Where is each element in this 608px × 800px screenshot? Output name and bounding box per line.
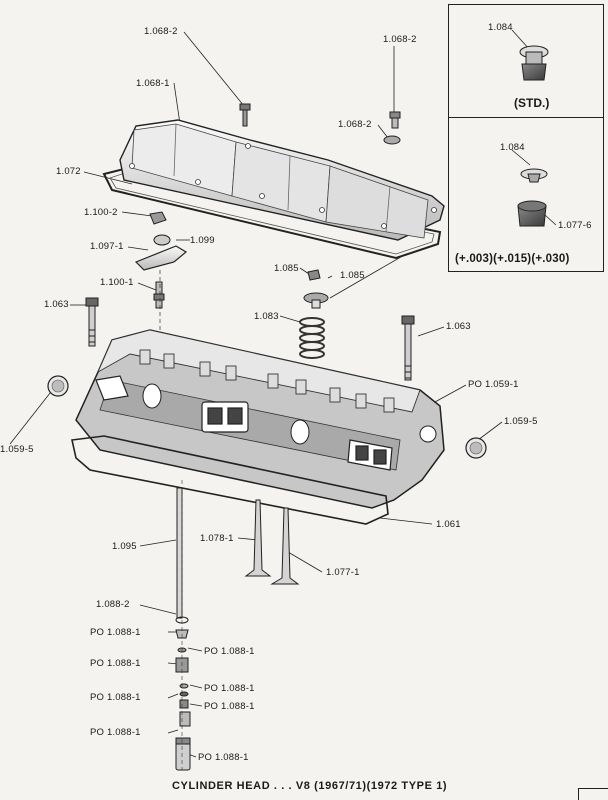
part-label: 1.061 [436,519,461,530]
part-label: PO 1.088-1 [90,658,141,669]
part-label: PO 1.088-1 [204,646,255,657]
rocker-arm [134,245,188,271]
part-label: 1.083 [254,311,279,322]
oversize-label: (+.003)(+.015)(+.030) [455,253,570,265]
cylinder-head [75,329,445,509]
part-label: 1.077-1 [326,567,360,578]
diagram-caption: CYLINDER HEAD . . . V8 (1967/71)(1972 TY… [172,780,448,792]
head-gasket [71,435,389,525]
part-label: 1.068-1 [136,78,170,89]
part-label: PO 1.088-1 [204,701,255,712]
inset-std-valve-seal [519,45,549,81]
part-label: 1.068-2 [144,26,178,37]
valve-spring-assembly [299,269,329,359]
part-label: 1.068-2 [383,34,417,45]
part-label: 1.077-6 [558,220,592,231]
part-label: PO 1.088-1 [198,752,249,763]
part-label: 1.095 [112,541,137,552]
part-label: 1.099 [190,235,215,246]
exhaust-valve [270,507,300,585]
part-label: PO 1.088-1 [90,727,141,738]
inset-divider [449,117,603,118]
leader-lines [9,29,557,758]
part-label: PO 1.088-1 [204,683,255,694]
part-label: 1.072 [56,166,81,177]
part-label: 1.063 [446,321,471,332]
head-bolt-right [401,315,415,381]
valve-cover [119,119,445,241]
inset-oversize-valve-seal [517,168,548,227]
head-bolt-left [85,297,99,347]
pushrod [176,487,183,619]
part-label: 1.063 [44,299,69,310]
std-label: (STD.) [514,96,550,110]
part-label: PO 1.088-1 [90,692,141,703]
part-label: PO 1.088-1 [90,627,141,638]
part-label: 1.097-1 [90,241,124,252]
part-label: PO 1.059-1 [468,379,519,390]
hydraulic-lifter-assembly [175,616,191,771]
part-label: 1.078-1 [200,533,234,544]
expansion-plug-right [465,437,487,459]
cover-fasteners [149,103,401,246]
part-label: 1.085 [274,263,299,274]
part-label: 1.085 [340,270,365,281]
intake-valve [244,499,272,577]
part-label: 1.084 [500,142,525,153]
rocker-stud [153,281,165,309]
part-label: 1.059-5 [0,444,34,455]
part-label: 1.088-2 [96,599,130,610]
inset-panel [448,4,604,272]
part-label: 1.059-5 [504,416,538,427]
part-label: 1.068-2 [338,119,372,130]
corner-box [578,788,608,800]
part-label: 1.100-2 [84,207,118,218]
part-label: 1.100-1 [100,277,134,288]
expansion-plug-left [47,375,69,397]
part-label: 1.084 [488,22,513,33]
